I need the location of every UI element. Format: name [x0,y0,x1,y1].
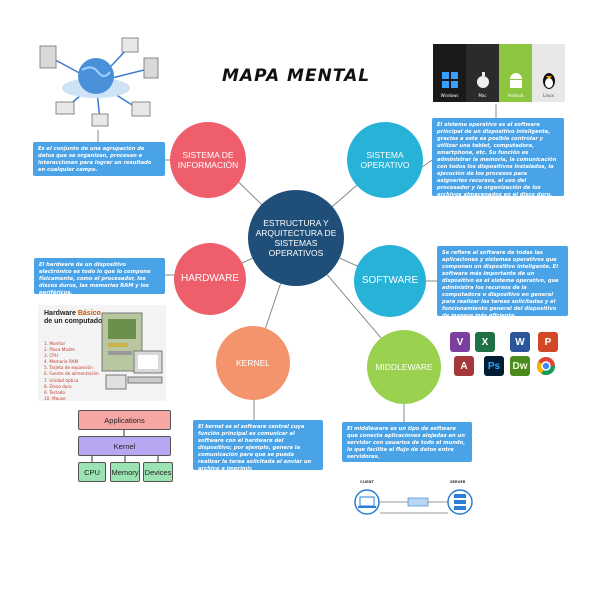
client-server-icons [354,489,473,515]
center-node: ESTRUCTURA Y ARQUITECTURA DE SISTEMAS OP… [248,190,344,286]
center-line-2: ARQUITECTURA DE [255,227,337,238]
kernel-diagram-cpu: CPU [78,462,106,482]
node-label-line: SISTEMA DE [182,149,234,160]
blurb-sistema-informacion: Es el conjunto de una agrupación de dato… [33,142,165,176]
kernel-diagram-kernel: Kernel [78,436,171,456]
hardware-card-title-highlight: Básico [77,310,101,317]
powerpoint-icon: P [538,332,558,352]
node-label: SOFTWARE [361,275,419,286]
hardware-list: 1. Monitor 2. Placa Madre 3. CPU 4. Memo… [44,341,99,402]
node-label: MIDDLEWARE [375,361,433,372]
blurb-kernel: El kernel es el software central cuya fu… [193,420,323,472]
node-kernel: KERNEL [216,326,290,400]
apple-icon [476,72,489,88]
list-item: 5. Tarjeta de expansión [44,365,93,371]
mac-logo: Mac [466,44,499,102]
kernel-diagram-memory: Memory [110,462,140,482]
android-logo: Android [499,44,532,102]
center-line-4: OPERATIVOS [268,248,324,259]
node-middleware: MIDDLEWARE [367,330,441,404]
photoshop-icon: Ps [484,356,504,376]
node-label-line: SISTEMA [366,149,404,160]
visual-studio-icon: V [450,332,470,352]
list-item: 6. Fuente de alimentación [44,371,99,377]
list-item: 2. Placa Madre [44,347,75,353]
list-item: 9. Teclado [44,389,66,395]
node-sistema-operativo: SISTEMA OPERATIVO [347,122,423,198]
hardware-card-title: Hardware Básico de un computador persona… [44,310,138,327]
windows-logo: Windows [433,44,466,102]
list-item: 8. Disco duro [44,383,72,389]
dreamweaver-icon: Dw [510,356,530,376]
excel-icon: X [475,332,495,352]
network-illustration [34,36,164,130]
list-item: 10. Mouse [44,395,66,401]
node-label: KERNEL [235,357,270,368]
penguin-icon [542,73,555,89]
blurb-software: Se refiere al software de todas las apli… [437,246,568,319]
kernel-diagram-devices: Devices [143,462,173,482]
access-icon: A [454,356,474,376]
node-label-line: INFORMACIÓN [177,160,239,170]
blurb-middleware: El middleware es un tipo de software que… [342,422,472,462]
blurb-hardware: El hardware de un dispositivo electrónic… [34,258,165,296]
node-label-line: OPERATIVO [360,160,410,170]
word-icon: W [510,332,530,352]
windows-icon [441,72,458,88]
node-label: HARDWARE [181,273,239,284]
center-line-3: SISTEMAS [274,238,318,248]
kernel-diagram-applications: Applications [78,410,171,430]
server-label: SERVER [450,480,466,484]
client-label: CLIENT [360,480,374,484]
middleware-diagram: CLIENT SERVER [350,480,478,520]
android-icon [509,73,522,88]
linux-logo: Linux [532,44,565,102]
computer-illustration [101,312,163,390]
hardware-card-title-prefix: Hardware [44,310,78,317]
list-item: 4. Memoria RAM [44,359,79,365]
page-title: MAPA MENTAL [222,66,371,86]
node-sistema-informacion: SISTEMA DE INFORMACIÓN [170,122,246,198]
hardware-card-title-rest: de un computador personal. [44,318,139,326]
kernel-diagram-arrows [91,430,159,462]
chrome-icon [536,357,555,376]
node-software: SOFTWARE [354,245,426,317]
list-item: 7. Unidad óptica [44,377,79,383]
list-item: 3. CPU [44,353,58,359]
blurb-sistema-operativo: El sistema operativo es el software prin… [432,118,564,198]
node-hardware: HARDWARE [174,243,246,315]
center-line-1: ESTRUCTURA Y [263,217,329,228]
list-item: 1. Monitor [44,341,66,346]
hardware-basic-card: Hardware Básico de un computador persona… [38,305,166,401]
